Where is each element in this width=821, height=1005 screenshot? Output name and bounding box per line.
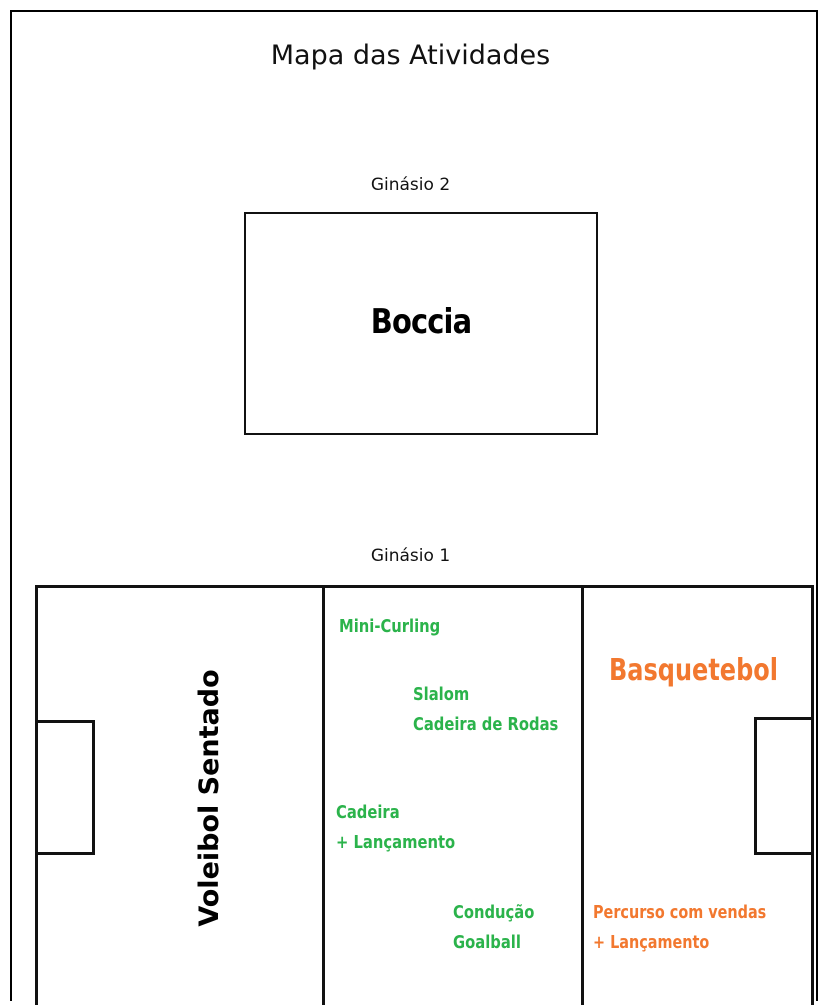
percurso-lancamento-label: + Lançamento — [593, 932, 710, 953]
court-divider-right — [581, 588, 584, 1005]
gym2-label: Ginásio 2 — [370, 175, 451, 195]
goalball-label: Goalball — [453, 932, 521, 953]
left-goal-area — [35, 720, 95, 855]
page-title: Mapa das Atividades — [270, 40, 551, 71]
gym1-label: Ginásio 1 — [370, 546, 451, 566]
conducao-label: Condução — [453, 902, 535, 923]
mini-curling-label: Mini-Curling — [339, 616, 441, 637]
right-goal-area — [754, 717, 814, 855]
gym1-court — [35, 585, 814, 1005]
slalom-label: Slalom — [413, 684, 470, 705]
percurso-label: Percurso com vendas — [593, 902, 767, 923]
boccia-label: Boccia — [370, 302, 472, 342]
basquetebol-label: Basquetebol — [609, 653, 778, 688]
gym2-court: Boccia — [244, 212, 598, 435]
cadeira-lancamento-label: + Lançamento — [336, 832, 456, 853]
cadeira-label: Cadeira — [336, 802, 400, 823]
cadeira-de-rodas-label: Cadeira de Rodas — [413, 714, 559, 735]
court-divider-left — [322, 588, 325, 1005]
map-frame — [10, 10, 818, 1001]
voleibol-sentado-label: Voleibol Sentado — [194, 669, 225, 927]
